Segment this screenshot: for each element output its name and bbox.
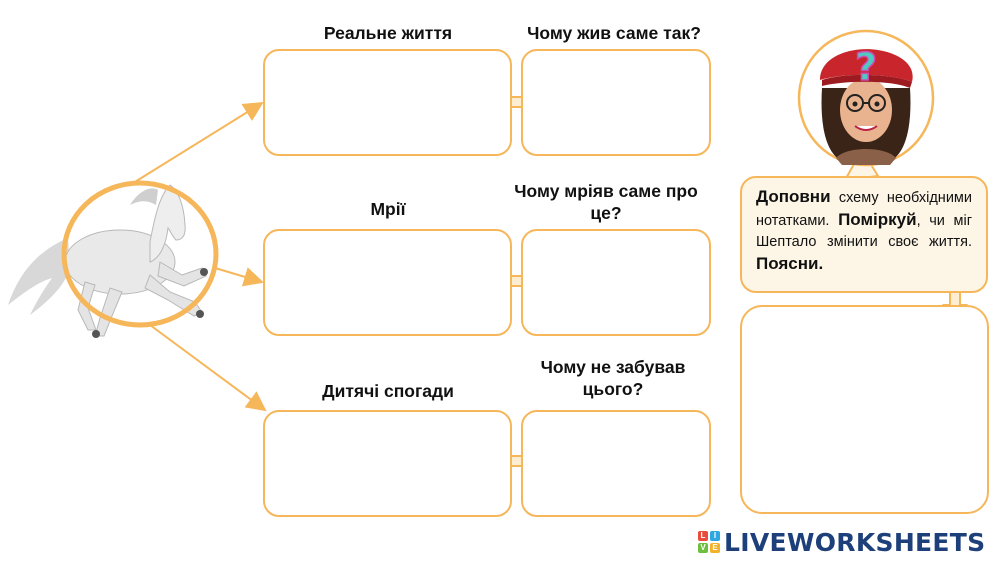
answer-box-real-life[interactable] bbox=[263, 49, 512, 156]
speech-keyword-explain: Поясни. bbox=[756, 254, 824, 273]
heading-dreams: Мрії bbox=[370, 199, 406, 219]
logo-tile: L bbox=[698, 531, 708, 541]
speech-bubble: Доповни схему необхідними нотатками. Пом… bbox=[740, 176, 988, 293]
logo-tile: E bbox=[710, 543, 720, 553]
heading-why-not-forgot: Чому не забував цього? bbox=[540, 357, 686, 399]
liveworksheets-logo: L I V E LIVEWORKSHEETS bbox=[698, 527, 985, 557]
answer-box-dreams[interactable] bbox=[263, 229, 512, 336]
answer-box-explanation[interactable] bbox=[740, 305, 989, 514]
heading-real-life: Реальне життя bbox=[323, 23, 453, 43]
heading-childhood-memories: Дитячі спогади bbox=[322, 381, 454, 401]
speech-keyword-complete: Доповни bbox=[756, 187, 831, 206]
connector-line-bottom bbox=[149, 324, 267, 412]
answer-box-why-dreamed[interactable] bbox=[521, 229, 711, 336]
logo-tiles-icon: L I V E bbox=[698, 531, 720, 553]
answer-box-why-lived[interactable] bbox=[521, 49, 711, 156]
speech-text-2: , чи міг Шептало змінити своє життя. bbox=[756, 213, 972, 250]
horse-highlight-circle bbox=[61, 180, 219, 328]
heading-why-dreamed: Чому мріяв саме про це? bbox=[514, 181, 698, 223]
question-mark-icon: ? bbox=[854, 44, 878, 90]
logo-tile: I bbox=[710, 531, 720, 541]
logo-text: LIVEWORKSHEETS bbox=[724, 527, 986, 557]
answer-box-why-not-forgot[interactable] bbox=[521, 410, 711, 517]
connector-line-top bbox=[129, 101, 264, 186]
heading-why-lived: Чому жив саме так? bbox=[527, 23, 701, 43]
speech-text-1: схему необхідними нотатками. bbox=[756, 190, 972, 229]
logo-tile: V bbox=[698, 543, 708, 553]
speech-keyword-think: Поміркуй bbox=[838, 210, 917, 229]
answer-box-childhood-memories[interactable] bbox=[263, 410, 512, 517]
svg-text:?: ? bbox=[855, 45, 877, 89]
avatar-girl-red-beret bbox=[797, 29, 935, 167]
connector-line-middle bbox=[214, 267, 264, 287]
